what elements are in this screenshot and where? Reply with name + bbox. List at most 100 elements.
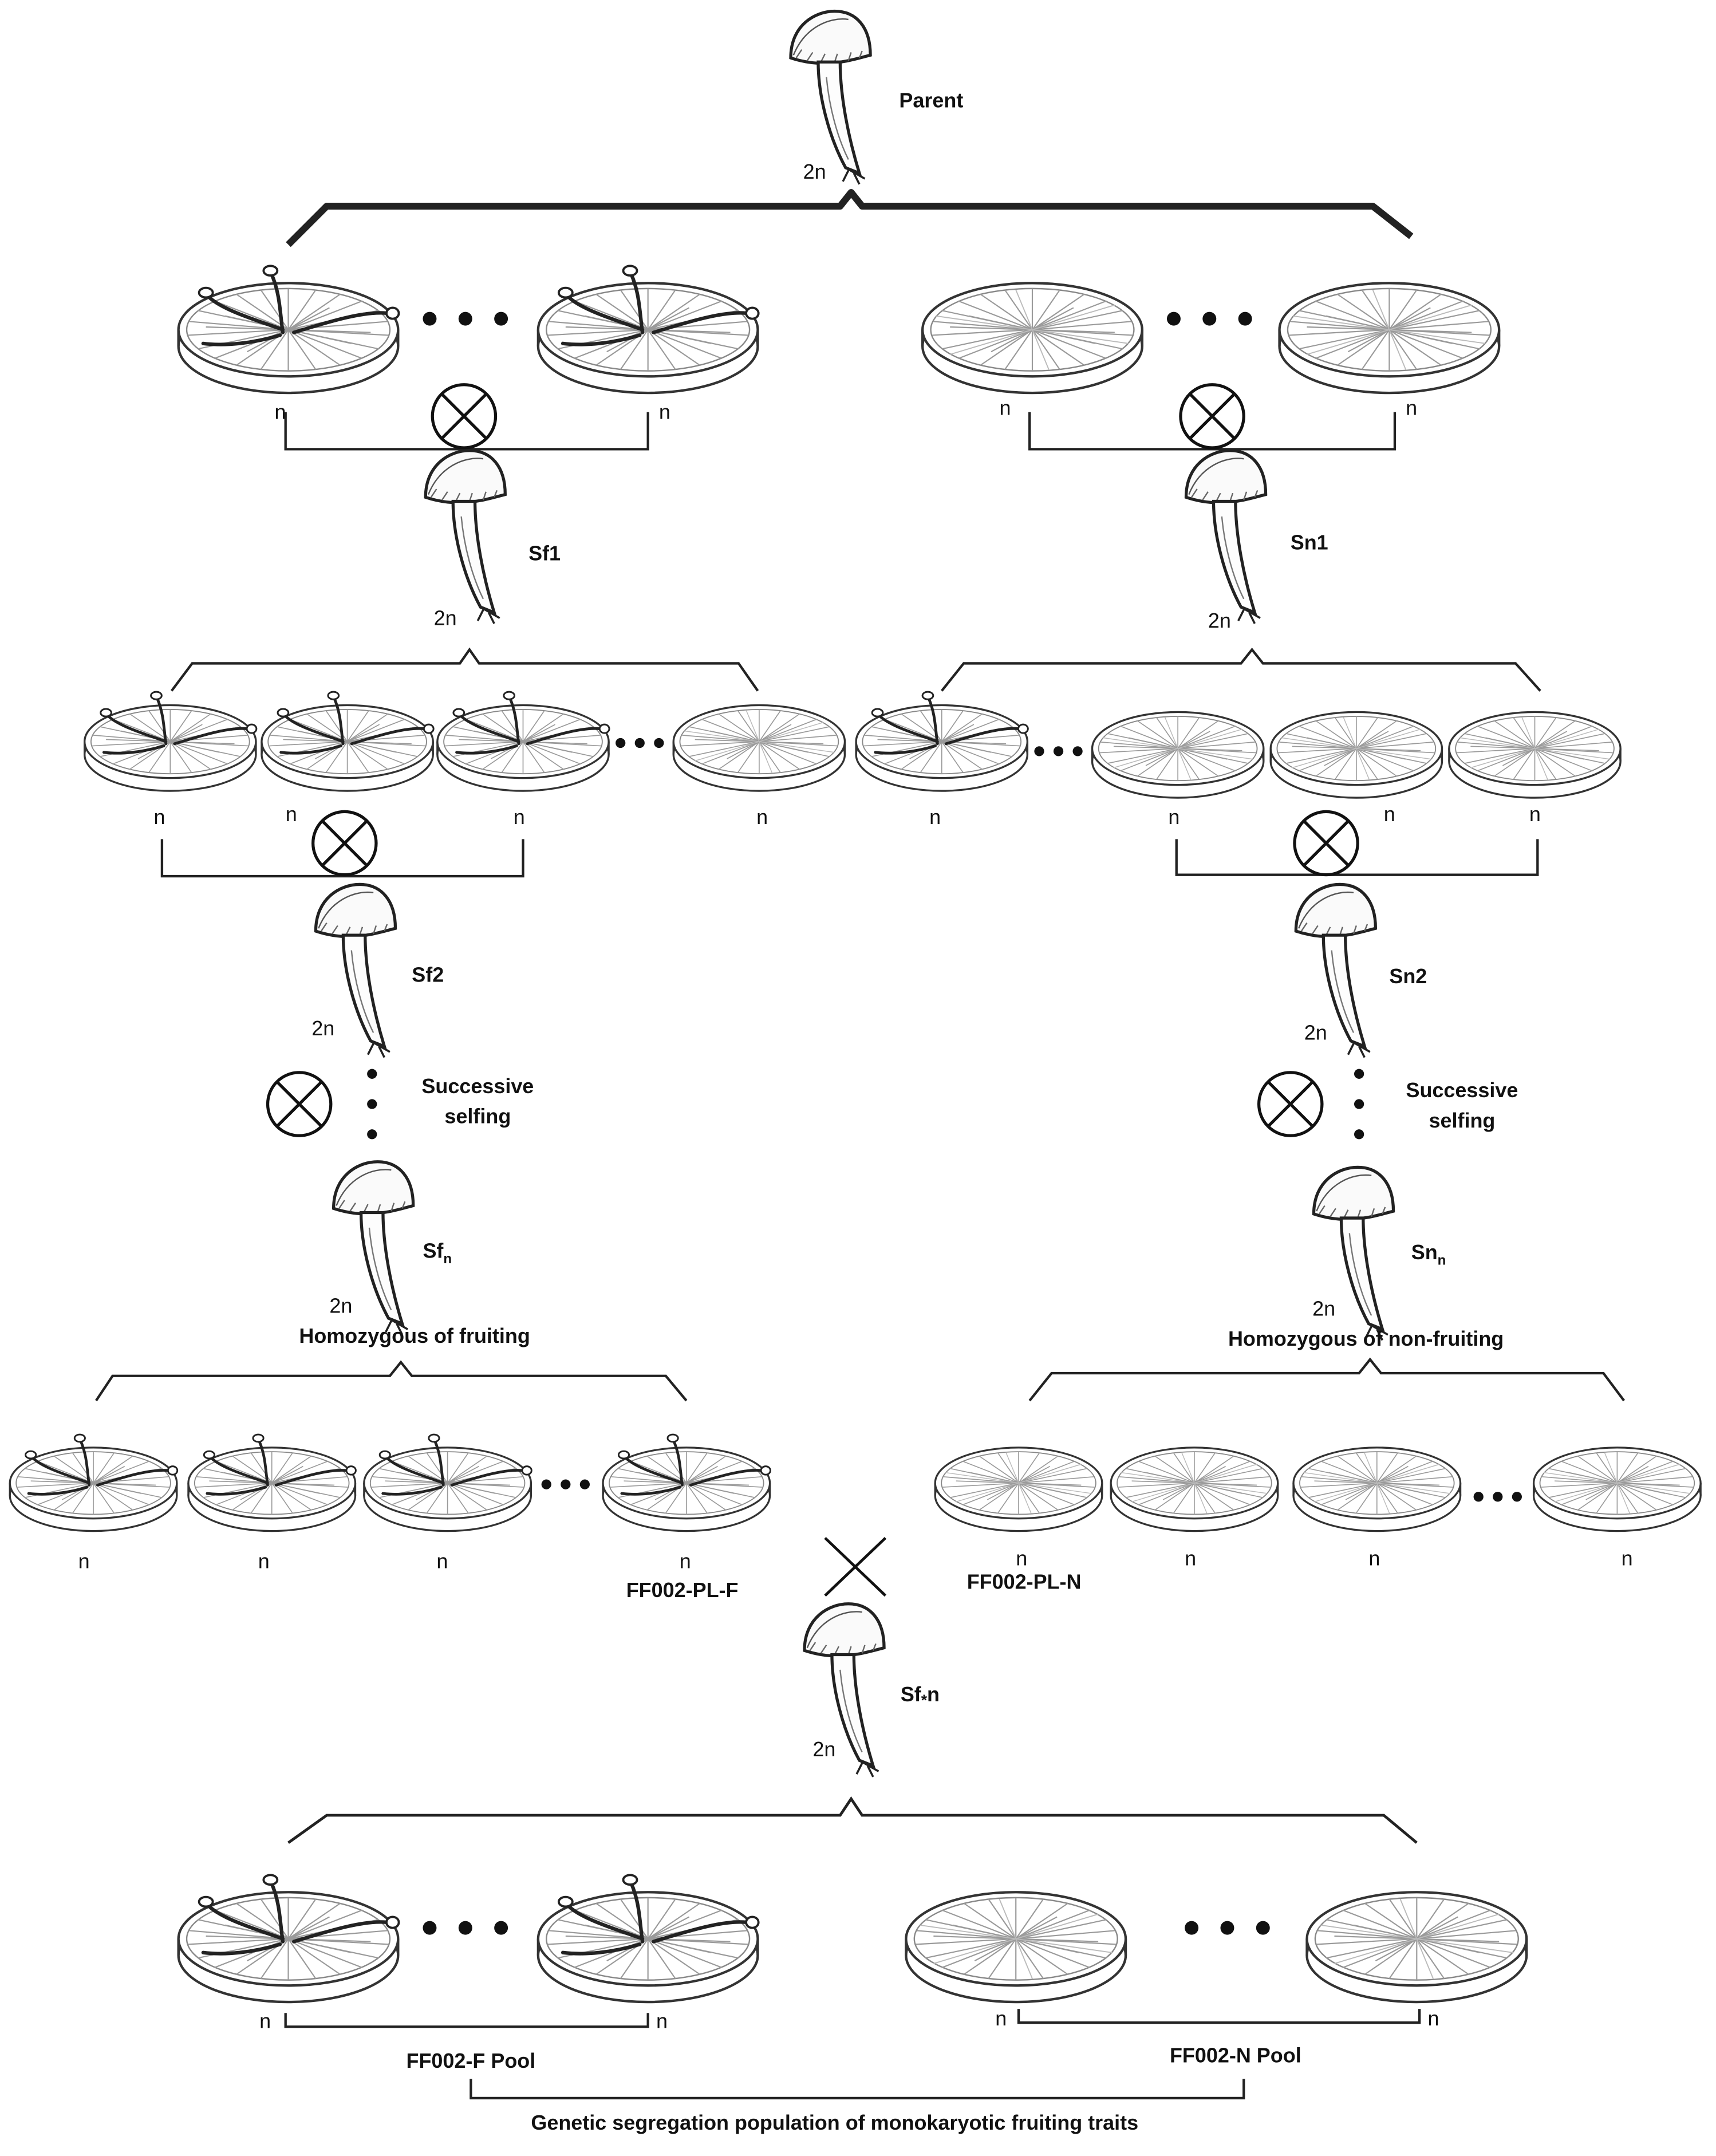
homozygous-fruiting-label: Homozygous of fruiting: [299, 1324, 530, 1347]
ploidy-label: 2n: [434, 606, 457, 629]
petri-dish-nonfruiting-icon: [673, 705, 845, 791]
pool-f-label: FF002-F Pool: [407, 2049, 536, 2072]
successive-selfing-line2: selfing: [444, 1105, 511, 1128]
label-sn2: Sn2: [1389, 964, 1427, 988]
ploidy-label: n: [286, 802, 297, 826]
petri-dish-nonfruiting-icon: [1111, 1448, 1278, 1531]
petri-dish-nonfruiting-icon: [1092, 712, 1264, 798]
petri-dish-fruiting-icon: [538, 266, 759, 393]
ellipsis-dots: [616, 738, 664, 748]
cross-icon: [824, 1536, 887, 1597]
ploidy-label: n: [514, 805, 525, 829]
ploidy-label: n: [1368, 1547, 1380, 1570]
ploidy-label: 2n: [311, 1016, 334, 1040]
ellipsis-dots: [1473, 1492, 1522, 1502]
petri-dish-nonfruiting-icon: [1307, 1892, 1527, 2002]
petri-dish-fruiting-icon: [85, 692, 257, 791]
ellipsis-dots: [1354, 1069, 1364, 1140]
population-bracket: [470, 2079, 1245, 2100]
ploidy-label: n: [78, 1549, 90, 1572]
ellipsis-dots: [423, 312, 508, 326]
petri-dish-fruiting-icon: [437, 692, 609, 791]
petri-dish-fruiting-icon: [179, 1875, 399, 2002]
label-sn1: Sn1: [1291, 530, 1328, 554]
label-sfn: Sfn: [423, 1239, 452, 1267]
ploidy-label: n: [259, 2009, 271, 2033]
ploidy-label: 2n: [1208, 609, 1231, 632]
label-sfsn: Sf*n: [901, 1682, 940, 1709]
ploidy-label: 2n: [1312, 1296, 1335, 1320]
petri-dish-nonfruiting-icon: [1293, 1448, 1461, 1531]
petri-dish-nonfruiting-icon: [922, 283, 1142, 393]
split-bracket: [287, 1796, 1418, 1844]
homozygous-nonfruiting-label: Homozygous of non-fruiting: [1228, 1327, 1504, 1350]
successive-selfing-line1: Successive: [1406, 1078, 1518, 1102]
ellipsis-dots: [1185, 1921, 1270, 1935]
mushroom-icon: [791, 11, 870, 184]
ellipsis-dots: [1166, 312, 1252, 326]
petri-dish-nonfruiting-icon: [1449, 712, 1620, 798]
split-bracket: [941, 647, 1541, 692]
selfing-cross-icon: [1181, 385, 1244, 448]
petri-dish-fruiting-icon: [603, 1434, 770, 1531]
mushroom-icon: [425, 451, 505, 624]
ploidy-label: n: [275, 400, 286, 424]
petri-dish-fruiting-icon: [10, 1434, 177, 1531]
ploidy-label: 2n: [803, 160, 826, 183]
ploidy-label: 2n: [812, 1737, 835, 1761]
split-bracket: [286, 189, 1414, 247]
split-bracket: [170, 647, 759, 692]
petri-dish-nonfruiting-icon: [935, 1448, 1102, 1531]
ellipsis-dots: [367, 1069, 377, 1140]
ploidy-label: n: [999, 396, 1011, 419]
ploidy-label: n: [929, 805, 941, 829]
ploidy-label: n: [1622, 1547, 1633, 1570]
petri-dish-fruiting-icon: [538, 1875, 759, 2002]
successive-selfing-line1: Successive: [421, 1074, 534, 1098]
pool-bracket: [1017, 2009, 1421, 2024]
label-sf2: Sf2: [412, 963, 444, 987]
ploidy-label: n: [436, 1549, 448, 1572]
ellipsis-dots: [423, 1921, 508, 1935]
cross-bracket: [1175, 839, 1539, 876]
ploidy-label: n: [659, 400, 670, 424]
pool-line-f-label: FF002-PL-F: [626, 1578, 739, 1602]
ploidy-label: n: [1406, 396, 1417, 419]
ellipsis-dots: [541, 1479, 590, 1489]
ploidy-label: n: [1168, 805, 1179, 829]
ploidy-label: n: [656, 2009, 668, 2033]
ploidy-label: n: [680, 1549, 691, 1572]
label-sf1: Sf1: [528, 542, 561, 565]
ploidy-label: n: [1185, 1547, 1196, 1570]
ploidy-label: n: [995, 2007, 1007, 2030]
pool-bracket: [284, 2013, 649, 2028]
petri-dish-fruiting-icon: [188, 1434, 356, 1531]
ploidy-label: n: [258, 1549, 270, 1572]
split-bracket: [1028, 1357, 1626, 1402]
selfing-cross-icon: [432, 385, 495, 448]
selfing-cross-icon: [313, 811, 376, 874]
label-parent: Parent: [899, 88, 963, 112]
ploidy-label: n: [756, 805, 768, 829]
pool-n-label: FF002-N Pool: [1170, 2044, 1301, 2067]
pool-line-n-label: FF002-PL-N: [967, 1570, 1082, 1593]
split-bracket: [95, 1360, 688, 1402]
ploidy-label: n: [1428, 2007, 1439, 2030]
selfing-cross-icon: [268, 1073, 331, 1136]
ellipsis-dots: [1034, 746, 1083, 756]
mushroom-icon: [1186, 451, 1266, 624]
petri-dish-nonfruiting-icon: [1271, 712, 1442, 798]
ploidy-label: n: [154, 805, 165, 829]
petri-dish-nonfruiting-icon: [1534, 1448, 1701, 1531]
petri-dish-nonfruiting-icon: [1280, 283, 1500, 393]
petri-dish-fruiting-icon: [179, 266, 399, 393]
petri-dish-nonfruiting-icon: [906, 1892, 1126, 2002]
ploidy-label: n: [1384, 802, 1395, 826]
ploidy-label: n: [1016, 1547, 1027, 1570]
label-snn: Snn: [1411, 1240, 1446, 1268]
petri-dish-fruiting-icon: [856, 692, 1028, 791]
ploidy-label: 2n: [1304, 1020, 1327, 1044]
successive-selfing-line2: selfing: [1429, 1109, 1496, 1132]
petri-dish-fruiting-icon: [364, 1434, 531, 1531]
